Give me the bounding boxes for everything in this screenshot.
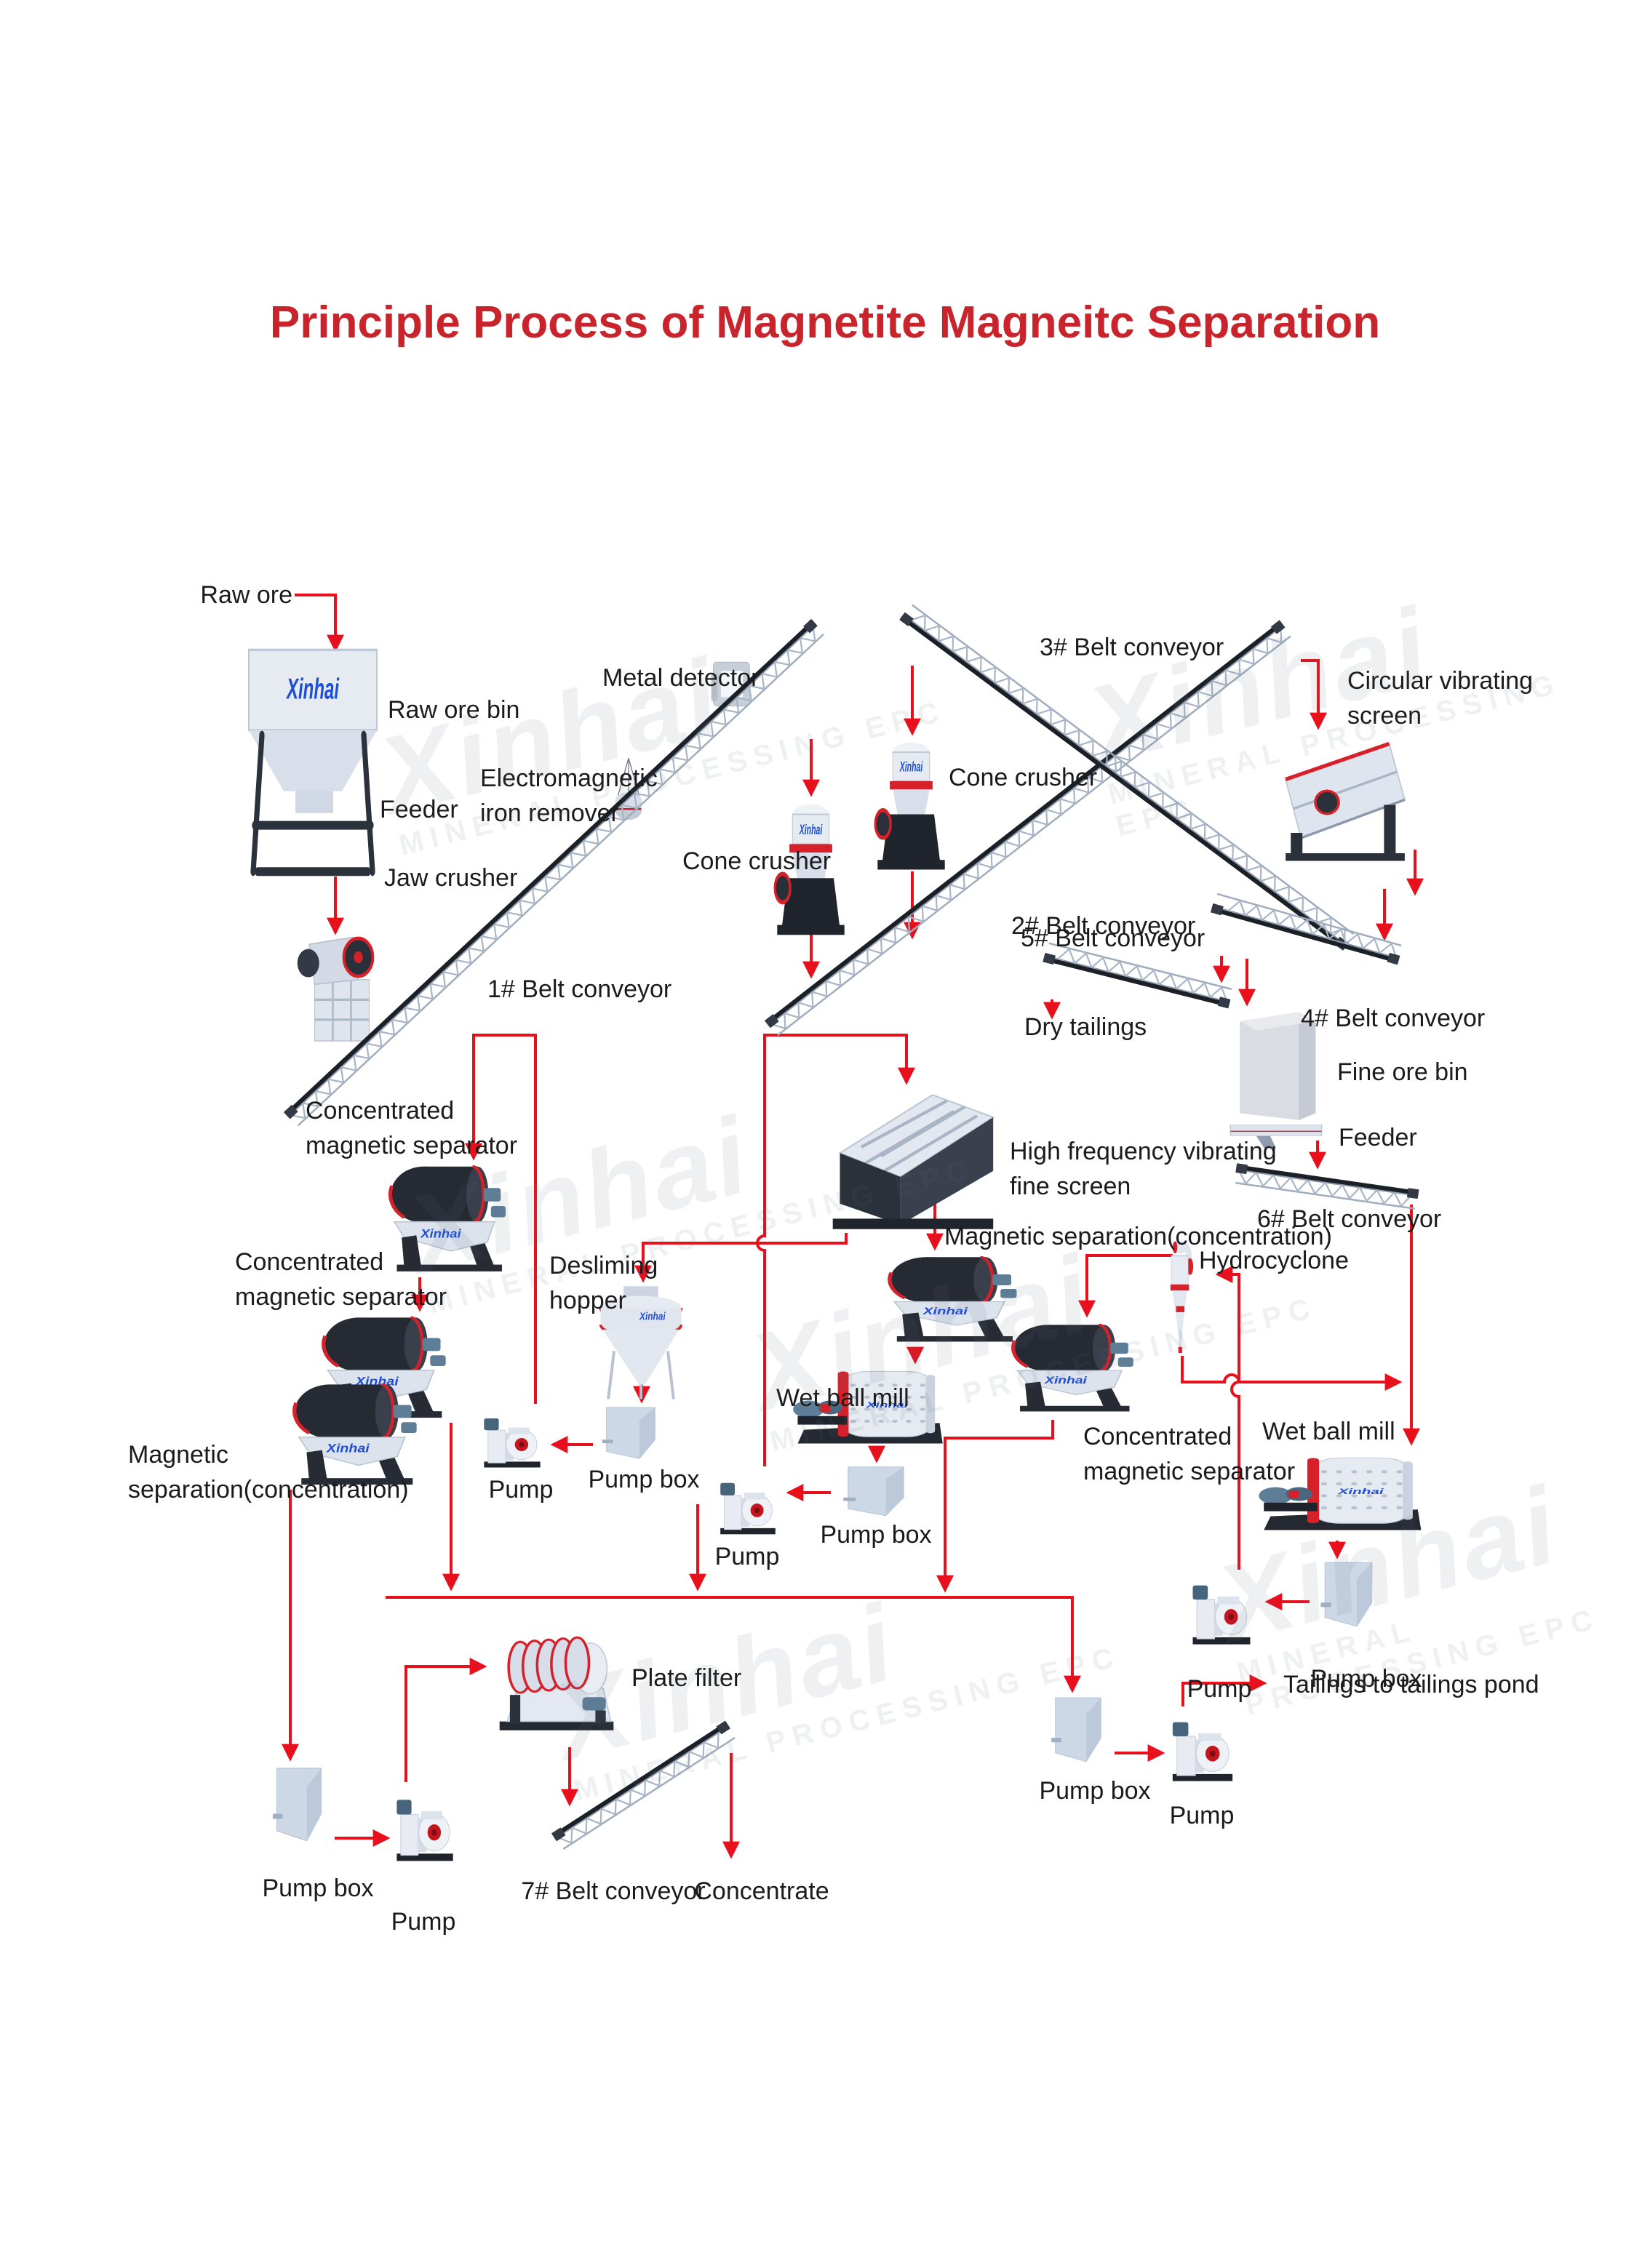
label-circular-screen: Circular vibrating screen — [1347, 667, 1534, 730]
flow-screen-under-to-hopper — [634, 1233, 848, 1283]
svg-text:Xinhai: Xinhai — [922, 1305, 969, 1317]
label-belt-6: 6# Belt conveyor — [1257, 1205, 1442, 1233]
flow-raw-ore-to-bin — [295, 594, 344, 652]
machine-belt-4 — [1210, 892, 1403, 965]
machine-cone-crusher-right: Xinhai — [873, 738, 949, 877]
label-belt-1: 1# Belt conveyor — [487, 975, 672, 1003]
machine-raw-ore-bin: Xinhai — [240, 640, 386, 884]
flow-pump-ml-to-sep1 — [465, 1034, 537, 1404]
machine-mag-sep-1: Xinhai — [387, 1161, 509, 1274]
machine-pump-box-mid-left — [595, 1404, 666, 1464]
label-belt-2: 2# Belt conveyor — [1011, 912, 1196, 940]
svg-text:Xinhai: Xinhai — [420, 1226, 462, 1240]
label-pump-box-bottom-left: Pump box — [262, 1874, 374, 1902]
label-pump-box-bottom-right: Pump box — [1039, 1777, 1151, 1805]
svg-text:Xinhai: Xinhai — [799, 823, 823, 838]
label-desliming-hopper: Desliming hopper — [549, 1252, 658, 1314]
flow-tailings-bus — [386, 1596, 1081, 1693]
label-pump-mid-left: Pump — [488, 1476, 554, 1504]
flow-sep-right-tailings — [936, 1420, 1054, 1593]
machine-jaw-crusher — [295, 933, 386, 1050]
label-raw-ore-bin: Raw ore bin — [388, 696, 520, 724]
machine-metal-detector — [709, 655, 757, 717]
label-mag-sep-center: Magnetic separation(concentration) — [944, 1223, 1332, 1250]
label-concentrate: Concentrate — [694, 1877, 829, 1905]
label-feeder-2: Feeder — [1339, 1124, 1417, 1151]
page-title: Principle Process of Magnetite Magneitc … — [269, 298, 1381, 348]
machine-belt-1 — [283, 618, 826, 1128]
label-metal-detector: Metal detector — [602, 664, 760, 692]
machine-pump-bottom-right — [1167, 1706, 1238, 1785]
svg-text:Xinhai: Xinhai — [899, 760, 923, 775]
machine-pump-box-bottom-right — [1045, 1693, 1112, 1768]
machine-plate-filter — [492, 1631, 621, 1741]
flow-pump-br-to-tailings — [1181, 1674, 1267, 1706]
label-hydrocyclone: Hydrocyclone — [1199, 1247, 1349, 1274]
label-belt-4: 4# Belt conveyor — [1301, 1005, 1486, 1032]
label-pump-center: Pump — [714, 1543, 780, 1570]
label-dry-tailings: Dry tailings — [1024, 1013, 1147, 1041]
machine-pump-box-center — [835, 1464, 917, 1520]
svg-text:Xinhai: Xinhai — [1337, 1488, 1384, 1496]
machine-desliming-hopper: Xinhai — [593, 1284, 689, 1404]
label-belt-5: 5# Belt conveyor — [1021, 925, 1205, 952]
label-conc-sep-1: Concentrated magnetic separator — [306, 1097, 518, 1159]
machine-pump-bottom-left — [391, 1784, 458, 1865]
svg-text:Xinhai: Xinhai — [866, 1401, 909, 1410]
machine-mag-sep-3: Xinhai — [291, 1379, 421, 1487]
machine-mag-sep-center: Xinhai — [886, 1253, 1021, 1343]
machine-pump-box-right — [1314, 1558, 1383, 1632]
machine-ball-mill-left: Xinhai — [792, 1365, 946, 1450]
label-conc-sep-2: Concentrated magnetic separator — [235, 1248, 447, 1311]
label-cone-crusher-center: Cone crusher — [682, 847, 832, 875]
label-em-iron-remover: Electromagnetic iron remover — [480, 764, 658, 827]
machine-hydrocyclone — [1161, 1237, 1208, 1357]
label-jaw-crusher: Jaw crusher — [384, 864, 518, 892]
label-belt-3: 3# Belt conveyor — [1040, 634, 1224, 661]
label-wet-ball-mill-right: Wet ball mill — [1262, 1418, 1395, 1445]
label-tailings-pond: Tailings to tailings pond — [1283, 1671, 1539, 1698]
machine-hifreq-screen — [822, 1087, 1000, 1237]
flow-pump-bl-to-filter — [404, 1658, 487, 1782]
flow-cyclone-to-sep-right — [1078, 1254, 1173, 1318]
machine-fine-ore-bin — [1221, 1007, 1326, 1122]
flow-pump-c-to-screen — [756, 1034, 915, 1466]
flow-cyclone-underflow — [1181, 1356, 1403, 1391]
label-pump-box-right: Pump box — [1310, 1665, 1422, 1693]
machine-pump-right — [1187, 1570, 1256, 1648]
label-plate-filter: Plate filter — [631, 1664, 742, 1692]
label-pump-right: Pump — [1187, 1675, 1252, 1703]
label-cone-crusher-right: Cone crusher — [949, 764, 1098, 791]
label-raw-ore: Raw ore — [200, 581, 292, 609]
label-pump-box-center: Pump box — [820, 1521, 932, 1549]
label-pump-bottom-right: Pump — [1169, 1802, 1235, 1829]
flow-belt2-to-screen — [1301, 659, 1327, 730]
machine-belt-7 — [551, 1720, 737, 1851]
label-mag-sep-left: Magnetic separation(concentration) — [128, 1441, 409, 1504]
machine-mag-sep-right: Xinhai — [1010, 1320, 1137, 1413]
machine-pump-center — [715, 1469, 781, 1538]
machine-ball-mill-right: Xinhai — [1257, 1451, 1424, 1537]
svg-text:Xinhai: Xinhai — [326, 1442, 370, 1455]
label-pump-box-mid-left: Pump box — [588, 1466, 700, 1493]
label-belt-7: 7# Belt conveyor — [521, 1877, 706, 1905]
machine-cone-crusher-center: Xinhai — [773, 800, 849, 942]
svg-text:Xinhai: Xinhai — [1044, 1375, 1087, 1386]
label-conc-sep-right: Concentrated magnetic separator — [1083, 1423, 1296, 1485]
label-hifreq-screen: High frequency vibrating fine screen — [1010, 1138, 1277, 1200]
svg-text:Xinhai: Xinhai — [286, 673, 340, 706]
label-feeder-1: Feeder — [380, 796, 458, 823]
machine-belt-2 — [764, 620, 1293, 1038]
label-wet-ball-mill-left: Wet ball mill — [776, 1384, 909, 1412]
svg-text:Xinhai: Xinhai — [639, 1310, 666, 1322]
machine-feeder-right — [1227, 1117, 1326, 1151]
label-pump-bottom-left: Pump — [391, 1908, 456, 1936]
machine-belt-6 — [1234, 1163, 1419, 1211]
machine-belt-5 — [1043, 941, 1233, 1009]
label-fine-ore-bin: Fine ore bin — [1337, 1058, 1468, 1086]
machine-circular-screen — [1280, 736, 1410, 863]
machine-pump-mid-left — [479, 1405, 546, 1471]
machine-pump-box-bottom-left — [266, 1763, 332, 1848]
